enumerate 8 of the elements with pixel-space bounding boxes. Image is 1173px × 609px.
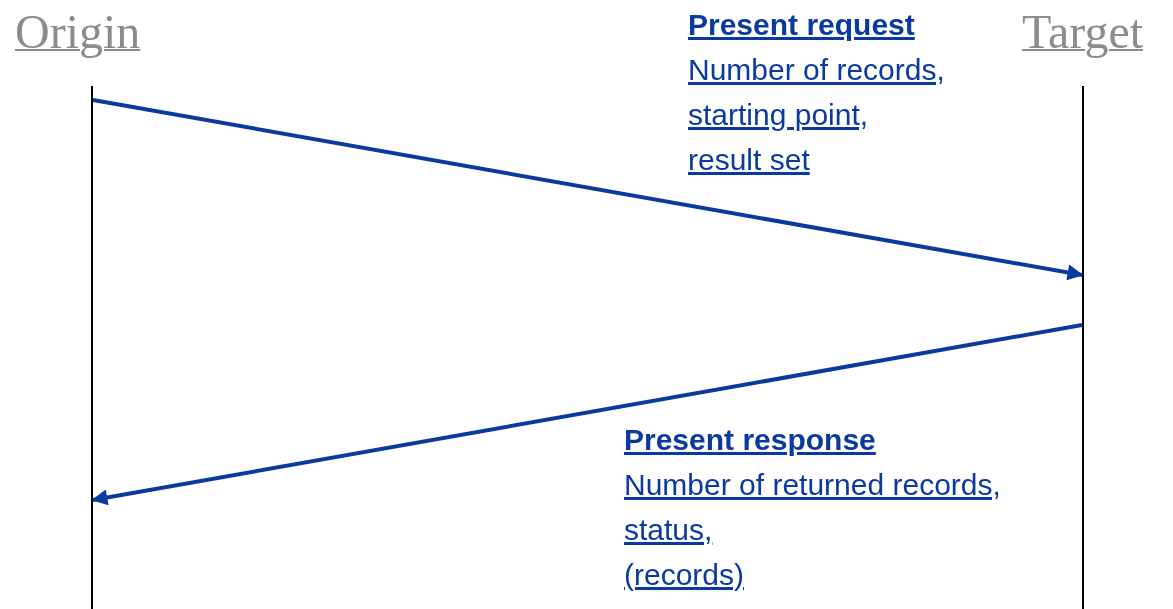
message-arrow (91, 323, 1083, 506)
lifeline (1081, 86, 1085, 609)
participant-label: Target (1022, 4, 1144, 60)
message-arrow (92, 98, 1084, 281)
edge-label: Present response Number of returned records, status, (records) (624, 422, 1001, 593)
lifeline (90, 86, 94, 609)
edge-label: Present request Number of records, starting point, result set (688, 7, 945, 178)
participant-label: Origin (15, 4, 141, 60)
